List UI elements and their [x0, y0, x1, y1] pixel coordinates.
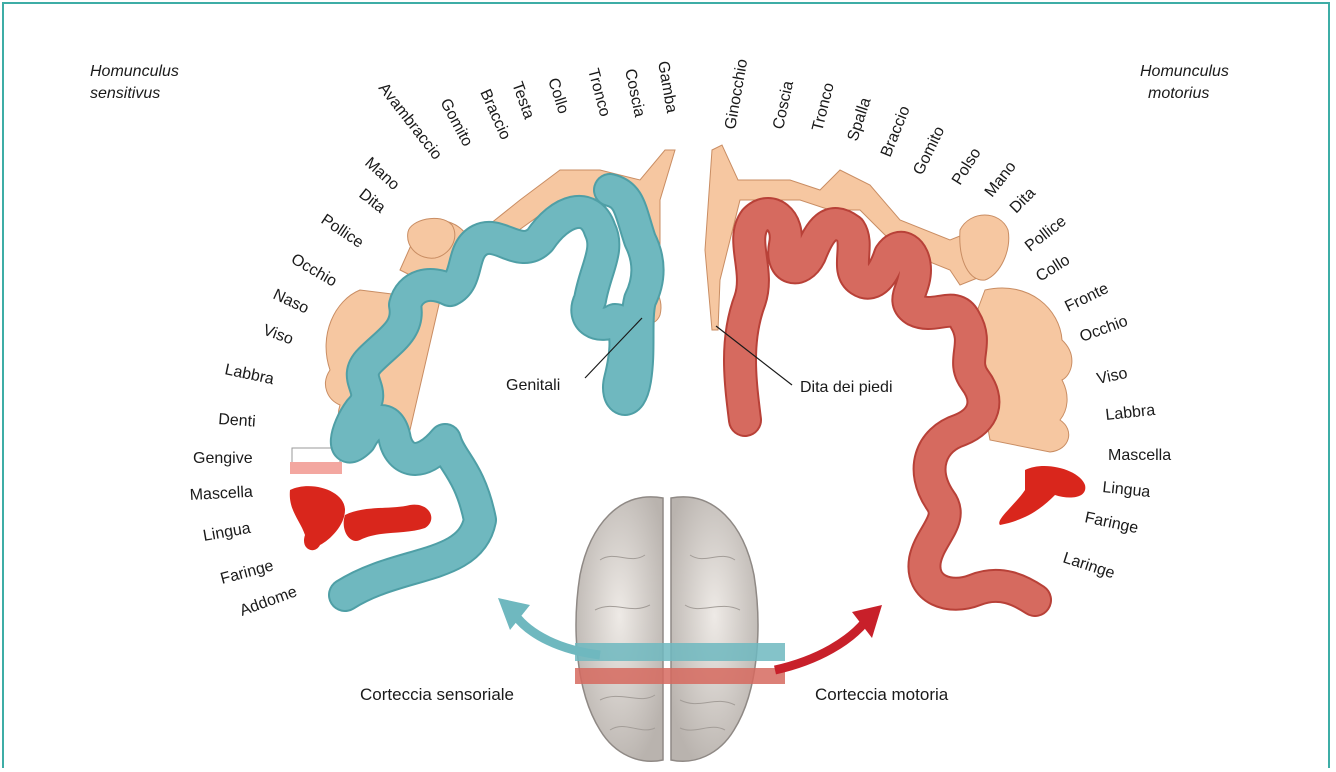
sensory-label: Occhio: [288, 251, 340, 291]
sensory-label: Labbra: [223, 361, 275, 388]
motor-label: Faringe: [1083, 509, 1140, 537]
motor-hand: [960, 215, 1009, 280]
motor-label: Gomito: [910, 124, 948, 178]
motor-label: Mano: [982, 158, 1020, 200]
brain: [575, 497, 785, 761]
sensory-label: Gamba: [654, 60, 680, 115]
motor-cortex-caption: Corteccia motoria: [815, 685, 949, 704]
motor-label: Fronte: [1062, 280, 1111, 316]
sensory-label: Faringe: [219, 557, 276, 587]
sensory-label: Mascella: [189, 484, 253, 504]
motor-label: Ginocchio: [722, 58, 751, 131]
sensory-label: Addome: [238, 583, 300, 619]
sensory-label: Braccio: [476, 87, 513, 143]
genitals-label: Genitali: [506, 377, 560, 394]
sensory-title-line1: Homunculus: [90, 63, 179, 80]
motor-tongue: [999, 466, 1085, 525]
motor-label: Spalla: [845, 96, 875, 144]
motor-label: Braccio: [878, 104, 914, 160]
motor-label: Lingua: [1102, 479, 1152, 501]
motor-band: [575, 668, 785, 684]
motor-label: Collo: [1033, 252, 1073, 286]
sensory-gums: [290, 462, 342, 474]
sensory-label: Lingua: [202, 520, 252, 545]
sensory-label: Dita: [356, 186, 389, 217]
motor-label: Labbra: [1105, 402, 1156, 424]
sensory-label: Denti: [218, 411, 256, 431]
sensory-label: Naso: [270, 286, 311, 317]
sensory-label: Coscia: [621, 67, 648, 118]
motor-title-line2: motorius: [1148, 85, 1209, 102]
sensory-cortex-caption: Corteccia sensoriale: [360, 685, 514, 704]
motor-label: Coscia: [770, 79, 797, 130]
motor-label: Occhio: [1078, 313, 1131, 346]
motor-label: Polso: [949, 145, 985, 188]
motor-title-line1: Homunculus: [1140, 63, 1229, 80]
motor-label: Pollice: [1022, 213, 1070, 255]
motor-label: Dita: [1007, 185, 1039, 217]
sensory-label: Gengive: [193, 450, 253, 467]
sensory-label: Collo: [544, 76, 571, 116]
motor-label: Mascella: [1108, 447, 1171, 464]
sensory-title-line2: sensitivus: [90, 85, 160, 102]
motor-label: Laringe: [1061, 550, 1117, 583]
sensory-band: [575, 643, 785, 661]
sensory-pharynx: [344, 505, 432, 541]
brain-left-hemisphere: [576, 497, 663, 761]
sensory-label: Avambraccio: [375, 80, 445, 163]
sensory-label: Viso: [261, 322, 296, 349]
sensory-label: Pollice: [318, 211, 367, 252]
toes-label: Dita dei piedi: [800, 379, 893, 396]
brain-right-hemisphere: [671, 497, 758, 761]
motor-arrow: [775, 622, 865, 670]
sensory-label: Testa: [508, 80, 537, 122]
motor-label: Viso: [1095, 365, 1129, 388]
sensory-label: Gomito: [436, 96, 475, 150]
sensory-label: Tronco: [584, 67, 613, 119]
motor-label: Tronco: [809, 81, 837, 133]
sensory-tongue: [290, 486, 345, 550]
